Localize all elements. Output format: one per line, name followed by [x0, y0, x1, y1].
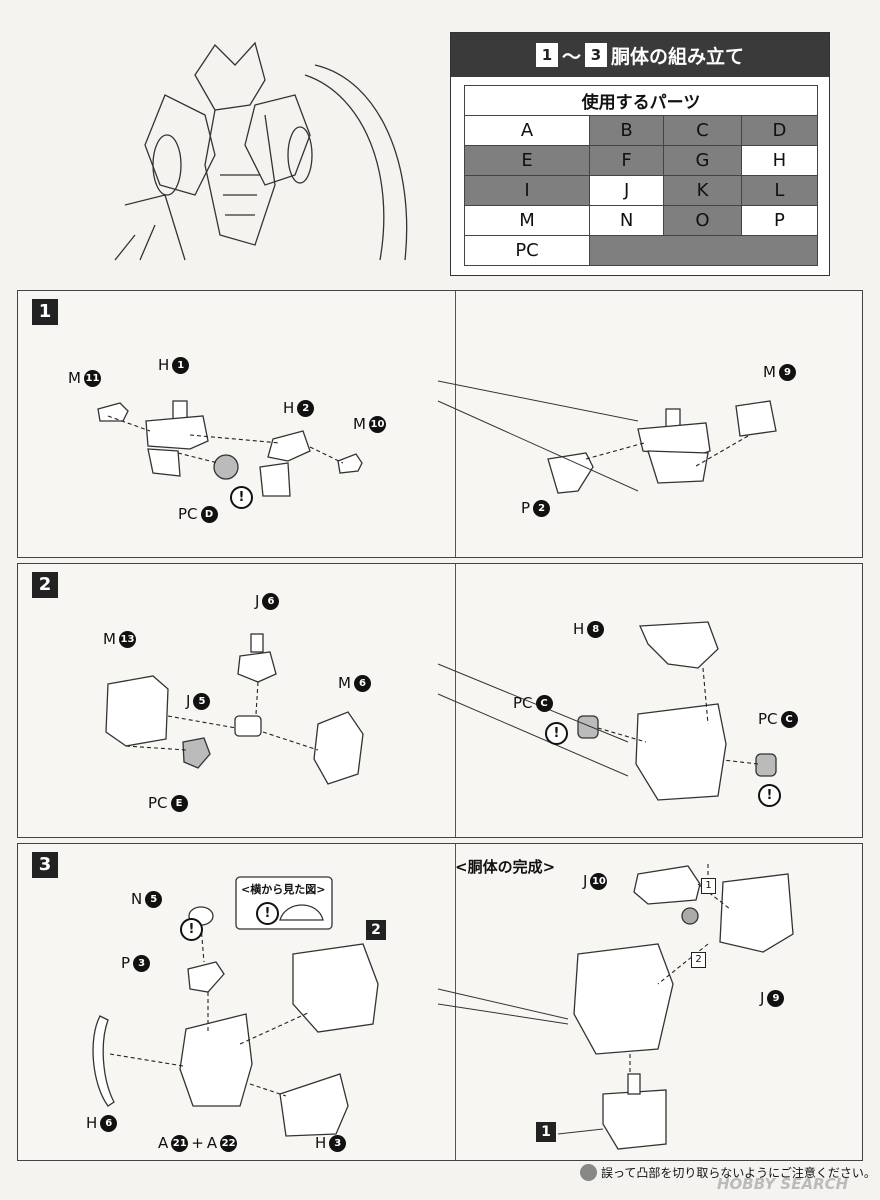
torso-complete-label: <胴体の完成> — [455, 858, 556, 876]
section-title-text: 胴体の組み立て — [611, 45, 745, 68]
step-1-reference: 1 — [536, 1122, 556, 1142]
warning-icon: ! — [230, 486, 253, 509]
part-cell: L — [740, 175, 819, 206]
step-1-badge: 1 — [32, 299, 58, 325]
panel-divider — [455, 564, 456, 837]
step-3-badge: 3 — [32, 852, 58, 878]
parts-table: 使用するパーツ A B C D E F G H I J K L M N O P … — [463, 85, 819, 266]
part-cell: I — [463, 175, 591, 206]
part-cell: M — [463, 205, 591, 236]
sequence-marker-1: 1 — [701, 878, 716, 894]
step-from-box: 1 — [535, 43, 558, 67]
part-cell: A — [463, 115, 591, 146]
part-cell: D — [740, 115, 819, 146]
part-cell: F — [589, 145, 665, 176]
watermark: HOBBY SEARCH — [717, 1175, 849, 1193]
caution-footnote: 誤って凸部を切り取らないようにご注意ください。 — [580, 1164, 876, 1181]
parts-header: 1 ～ 3 胴体の組み立て 使用するパーツ A B C D E F G H I … — [450, 32, 830, 276]
part-cell: B — [589, 115, 665, 146]
part-cell-empty — [589, 235, 818, 266]
side-view-label: <横から見た図> — [241, 883, 326, 896]
panel-divider — [455, 844, 456, 1160]
part-cell: N — [589, 205, 665, 236]
step-3-drawing — [92, 864, 794, 1150]
step-2-badge: 2 — [32, 572, 58, 598]
part-cell: O — [663, 205, 742, 236]
panel-divider — [455, 291, 456, 557]
part-cell: K — [663, 175, 742, 206]
step-3-panel: 3 — [17, 843, 863, 1161]
parts-heading: 使用するパーツ — [464, 85, 818, 116]
step-1-panel: 1 — [17, 290, 863, 558]
step-1-drawing — [97, 380, 777, 497]
caution-icon — [580, 1164, 597, 1181]
warning-icon: ! — [545, 722, 568, 745]
warning-icon: ! — [180, 918, 203, 941]
caution-text: 誤って凸部を切り取らないようにご注意ください。 — [601, 1166, 876, 1180]
part-cell: PC — [463, 235, 591, 266]
step-2-drawing — [105, 621, 777, 801]
step-2-reference: 2 — [366, 920, 386, 940]
robot-illustration — [114, 41, 408, 261]
sequence-marker-2: 2 — [691, 952, 706, 968]
warning-icon: ! — [256, 902, 279, 925]
part-cell: C — [663, 115, 742, 146]
section-title: 1 ～ 3 胴体の組み立て — [451, 33, 829, 77]
part-cell: G — [663, 145, 742, 176]
tilde: ～ — [561, 45, 581, 68]
part-cell: P — [740, 205, 819, 236]
part-cell: J — [589, 175, 665, 206]
part-cell: E — [463, 145, 591, 176]
step-2-panel: 2 — [17, 563, 863, 838]
part-cell: H — [740, 145, 819, 176]
warning-icon: ! — [758, 784, 781, 807]
step-to-box: 3 — [585, 43, 607, 67]
